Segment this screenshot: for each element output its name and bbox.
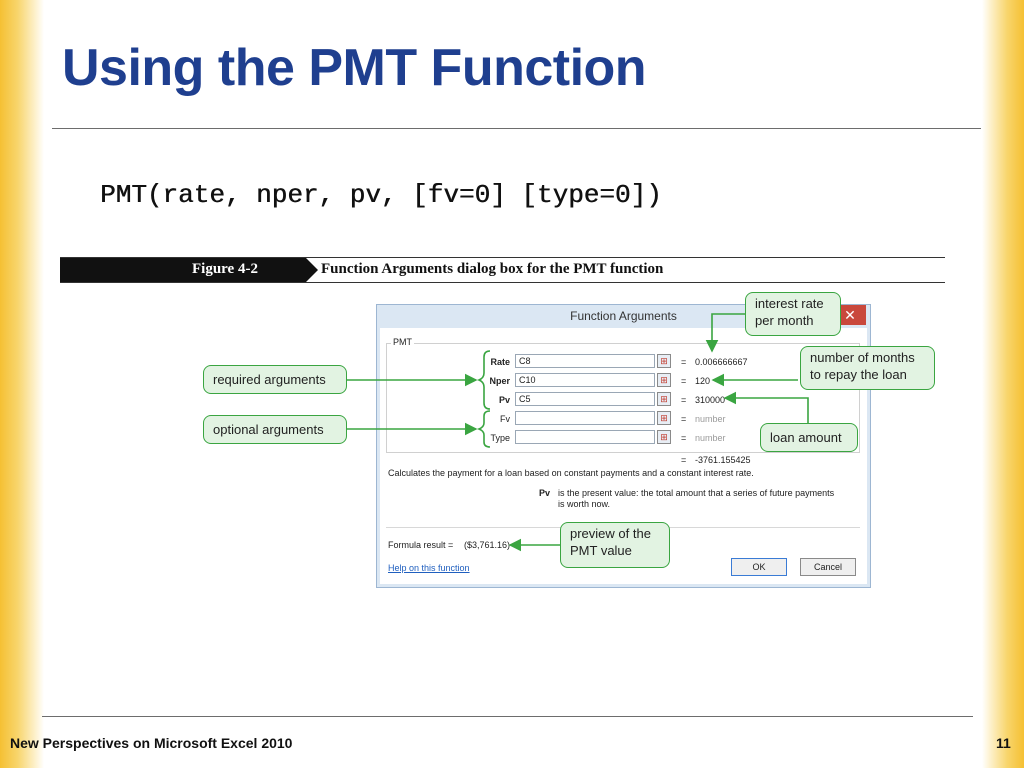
close-button[interactable]: ✕ [834, 305, 866, 325]
rate-result: 0.006666667 [695, 357, 748, 367]
type-ref-icon[interactable]: ⊞ [657, 430, 671, 444]
pv-result: 310000 [695, 395, 726, 405]
rate-field[interactable]: C8 [515, 354, 655, 368]
function-description: Calculates the payment for a loan based … [388, 468, 754, 478]
figure-top-rule [60, 257, 945, 258]
type-eq: = [681, 433, 687, 443]
arg-label-rate: Rate [490, 357, 510, 367]
callout-interest-rate-line1: interest rate [755, 296, 824, 311]
type-result: number [695, 433, 726, 443]
callout-preview: preview of the PMT value [560, 522, 670, 568]
formula-result-value: ($3,761.16) [464, 540, 511, 550]
param-desc-line1: is the present value: the total amount t… [558, 488, 835, 498]
arg-label-pv: Pv [498, 395, 510, 405]
total-eq: = [681, 455, 687, 465]
param-name: Pv [539, 488, 551, 498]
rate-eq: = [681, 357, 687, 367]
group-label: PMT [391, 337, 414, 347]
help-link[interactable]: Help on this function [388, 563, 470, 573]
callout-loan-amount: loan amount [760, 423, 858, 452]
pv-ref-icon[interactable]: ⊞ [657, 392, 671, 406]
title-divider [52, 128, 981, 129]
fv-result: number [695, 414, 726, 424]
callout-months: number of months to repay the loan [800, 346, 935, 390]
nper-field[interactable]: C10 [515, 373, 655, 387]
slide-title: Using the PMT Function [62, 39, 647, 97]
callout-interest-rate-line2: per month [755, 313, 814, 328]
ok-button[interactable]: OK [731, 558, 787, 576]
nper-result: 120 [695, 376, 711, 386]
fv-field[interactable] [515, 411, 655, 425]
arg-label-nper: Nper [489, 376, 510, 386]
pmt-syntax: PMT(rate, nper, pv, [fv=0] [type=0]) [100, 180, 662, 210]
callout-preview-line1: preview of the [570, 526, 651, 541]
footer-divider [42, 716, 973, 717]
footer-text: New Perspectives on Microsoft Excel 2010 [10, 735, 293, 751]
callout-interest-rate: interest rate per month [745, 292, 841, 336]
callout-preview-line2: PMT value [570, 543, 632, 558]
figure-label: Figure 4-2 [192, 261, 258, 277]
nper-eq: = [681, 376, 687, 386]
cancel-button[interactable]: Cancel [800, 558, 856, 576]
type-field[interactable] [515, 430, 655, 444]
right-accent-band [982, 0, 1024, 768]
fv-eq: = [681, 414, 687, 424]
left-accent-band [0, 0, 44, 768]
formula-result-label: Formula result = [388, 540, 454, 550]
page-number: 11 [996, 735, 1011, 751]
arg-label-type: Type [490, 433, 510, 443]
nper-ref-icon[interactable]: ⊞ [657, 373, 671, 387]
figure-caption: Function Arguments dialog box for the PM… [321, 261, 664, 277]
callout-months-line2: to repay the loan [810, 367, 907, 382]
arguments-group-box [386, 343, 860, 453]
figure-bottom-rule [60, 282, 945, 283]
callout-months-line1: number of months [810, 350, 915, 365]
arg-label-fv: Fv [500, 414, 510, 424]
pv-field[interactable]: C5 [515, 392, 655, 406]
total-result: -3761.155425 [695, 455, 751, 465]
callout-required-arguments: required arguments [203, 365, 347, 394]
param-desc-line2: is worth now. [558, 499, 611, 509]
fv-ref-icon[interactable]: ⊞ [657, 411, 671, 425]
rate-ref-icon[interactable]: ⊞ [657, 354, 671, 368]
pv-eq: = [681, 395, 687, 405]
figure-label-tab [60, 258, 318, 282]
dialog-title: Function Arguments [570, 309, 677, 323]
callout-optional-arguments: optional arguments [203, 415, 347, 444]
